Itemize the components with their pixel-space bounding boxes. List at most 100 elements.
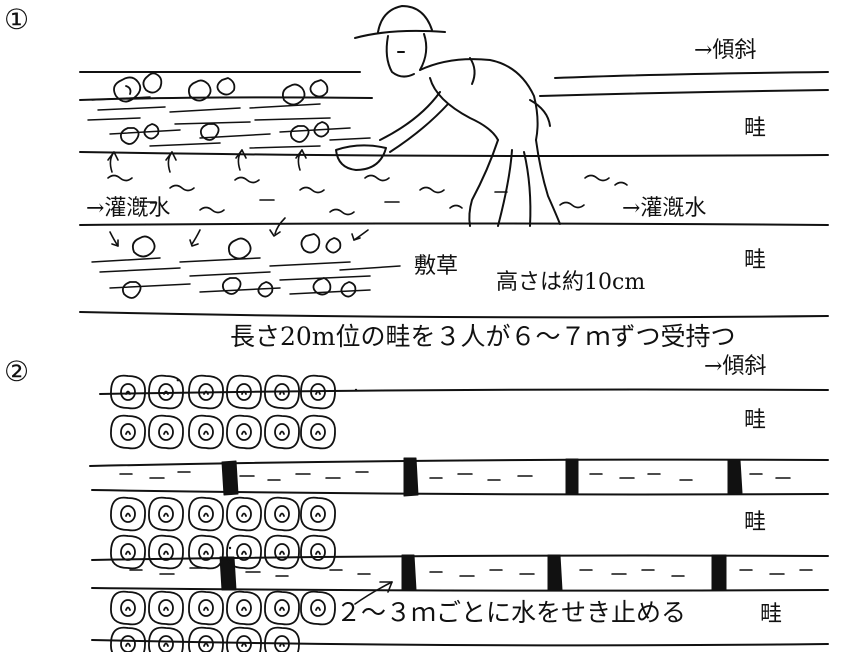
plant-core [120,505,136,523]
plant-outline [226,626,262,652]
plant-core [120,383,136,401]
plant-outline [300,534,336,570]
dam-note: ２～３ｍごとに水をせき止める [336,598,687,627]
dam-note-arrow [354,581,393,605]
plant-outline [264,496,300,532]
panel2-ridge-3-label: 畦 [760,602,783,627]
plant-core [236,635,252,652]
plant-outline [300,414,336,450]
plant-center [241,642,247,647]
plant-core [158,635,174,652]
plant-core [198,635,214,652]
plant-center [163,606,169,611]
panel1-mulch-upper [87,96,371,149]
plant-outline [188,414,224,450]
panel1-ridge-top-label: 畦 [744,116,767,141]
plant-core [274,599,290,617]
farmer-figure [335,5,561,227]
plant-core [120,423,136,441]
plant-core [158,505,174,523]
plant-core [310,505,326,523]
plant-outline [188,534,224,570]
panel1-slope-label: →傾斜 [694,38,757,63]
plant-core [274,543,290,561]
plant-center [279,606,285,611]
height-note: 高さは約10cm [496,270,646,295]
plant-center [125,606,131,611]
plant-core [274,423,290,441]
plant-core [274,635,290,652]
plant-core [198,543,214,561]
plant-outline [148,496,184,532]
plant-core [236,423,252,441]
panel1-irrigation-left-label: →灌漑水 [86,196,171,221]
plant-outline [148,374,184,410]
plant-outline [226,414,262,450]
plant-center [315,606,321,611]
plant-center [203,390,209,395]
panel2-dams [219,457,743,591]
plant-core [158,423,174,441]
plant-outline [110,374,146,410]
plant-center [241,390,247,395]
plant-core [120,635,136,652]
panel1-plants-lower [121,233,357,299]
plant-center [125,430,131,435]
plant-core [198,599,214,617]
plant-core [274,505,290,523]
plant-center [125,390,131,395]
plant-center [163,550,169,555]
plant-core [274,383,290,401]
plant-outline [110,534,146,570]
plant-outline [148,590,184,626]
panel1-plants-upper [113,72,330,145]
plant-center [279,390,285,395]
plant-outline [148,626,184,652]
panel2-plant-grid [110,374,336,652]
plant-center [125,512,131,517]
plant-outline [226,534,262,570]
panel1-mulch-lower [91,257,401,295]
plant-center [241,512,247,517]
plant-outline [110,414,146,450]
plant-center [241,550,247,555]
plant-outline [110,626,146,652]
plant-core [236,505,252,523]
plant-outline [188,590,224,626]
plant-core [198,383,214,401]
plant-outline [300,374,336,410]
plant-center [241,606,247,611]
plant-center [203,642,209,647]
plant-center [315,430,321,435]
panel2-number: ② [4,355,30,388]
plant-center [163,512,169,517]
plant-center [279,430,285,435]
plant-outline [226,496,262,532]
plant-core [198,423,214,441]
plant-core [236,543,252,561]
panel1-water-waves [107,174,628,216]
plant-center [279,550,285,555]
plant-outline [300,590,336,626]
panel2-ridge-2-label: 畦 [744,510,767,535]
panel1-water-arrows [107,149,369,247]
caption: 長さ20m位の畦を３人が６～７ｍずつ受持つ [230,322,736,351]
plant-outline [264,374,300,410]
plant-center [241,430,247,435]
plant-core [158,383,174,401]
plant-outline [188,626,224,652]
panel2-dots [176,378,358,550]
plant-core [158,543,174,561]
plant-core [310,599,326,617]
plant-core [198,505,214,523]
mulch-label: 敷草 [414,254,459,279]
plant-core [310,383,326,401]
plant-core [310,543,326,561]
plant-center [163,642,169,647]
panel2-slope-label: →傾斜 [704,354,767,379]
plant-outline [110,590,146,626]
plant-core [310,423,326,441]
plant-outline [188,374,224,410]
plant-outline [148,414,184,450]
